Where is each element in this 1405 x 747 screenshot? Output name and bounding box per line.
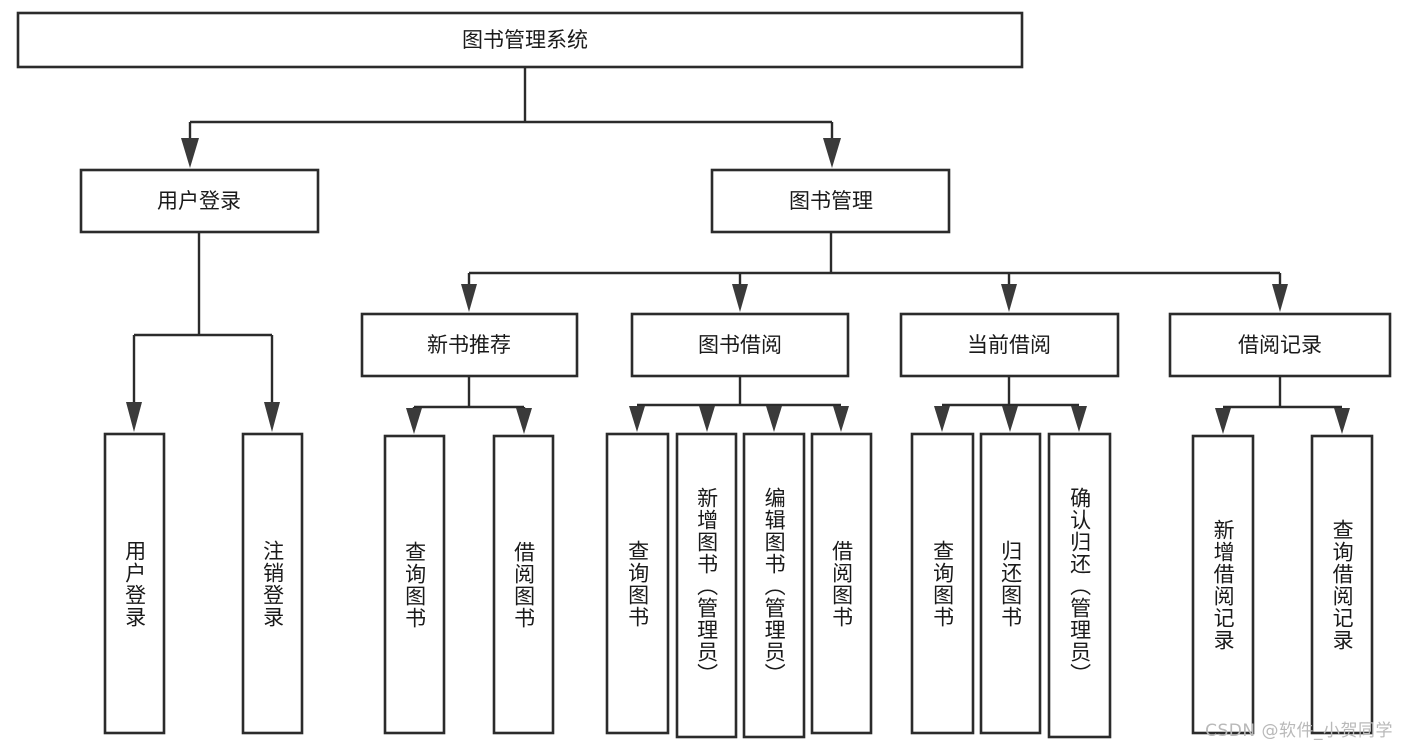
- arrow-head-leaf-borrowrecord-2: [1334, 408, 1350, 434]
- leaf-new-book-1[interactable]: [383, 434, 446, 735]
- node-borrow-record[interactable]: [1168, 312, 1392, 378]
- node-new-book-recommend-label: 新书推荐: [427, 333, 511, 357]
- connector-group-root: [181, 67, 841, 168]
- leaf-book-borrow-1[interactable]: [605, 432, 670, 735]
- node-user-login-label: 用户登录: [157, 189, 241, 213]
- arrow-head-leaf-bookborrow-1: [629, 406, 645, 432]
- arrow-head-new-book: [461, 284, 477, 312]
- arrow-head-current-borrow: [1001, 284, 1017, 312]
- arrow-head-user-login: [181, 138, 199, 168]
- connector-group-borrow-record: [1215, 376, 1350, 434]
- leaf-current-borrow-2[interactable]: [979, 432, 1042, 735]
- connector-group-user-login: [126, 232, 280, 432]
- connector-group-book-manage: [461, 232, 1288, 312]
- arrow-head-leaf-bookborrow-2: [699, 406, 715, 432]
- node-user-login[interactable]: [79, 168, 320, 234]
- node-root-label: 图书管理系统: [462, 28, 588, 52]
- leaf-book-borrow-4[interactable]: [810, 432, 873, 735]
- arrow-head-leaf-user-login-2: [264, 402, 280, 432]
- arrow-head-leaf-bookborrow-3: [766, 406, 782, 432]
- arrow-head-leaf-currentborrow-1: [934, 406, 950, 432]
- connector-group-new-book: [406, 376, 532, 434]
- arrow-head-leaf-user-login-1: [126, 402, 142, 432]
- node-borrow-record-label: 借阅记录: [1238, 333, 1322, 357]
- connector-group-book-borrow: [629, 376, 849, 432]
- arrow-head-leaf-bookborrow-4: [833, 406, 849, 432]
- arrow-head-leaf-borrowrecord-1: [1215, 408, 1231, 434]
- node-new-book-recommend[interactable]: [360, 312, 579, 378]
- leaf-borrow-record-1[interactable]: [1191, 434, 1255, 735]
- arrow-head-borrow-record: [1272, 284, 1288, 312]
- node-root[interactable]: [16, 11, 1024, 69]
- leaf-new-book-2[interactable]: [492, 434, 555, 735]
- node-current-borrow[interactable]: [899, 312, 1120, 378]
- arrow-head-leaf-currentborrow-3: [1071, 406, 1087, 432]
- node-book-manage[interactable]: [710, 168, 951, 234]
- leaf-current-borrow-3[interactable]: [1047, 432, 1112, 739]
- leaf-user-login-1[interactable]: [103, 432, 166, 735]
- leaf-user-login-2[interactable]: [241, 432, 304, 735]
- arrow-head-leaf-newbook-2: [516, 408, 532, 434]
- leaf-book-borrow-2[interactable]: [675, 432, 738, 739]
- leaf-book-borrow-3[interactable]: [742, 432, 806, 739]
- node-book-manage-label: 图书管理: [789, 189, 873, 213]
- watermark-text: CSDN @软件_小贺同学: [1205, 721, 1393, 741]
- node-book-borrow[interactable]: [630, 312, 850, 378]
- node-current-borrow-label: 当前借阅: [967, 333, 1051, 357]
- leaf-current-borrow-1[interactable]: [910, 432, 975, 735]
- connector-group-current-borrow: [934, 376, 1087, 432]
- arrow-head-book-manage: [823, 138, 841, 168]
- arrow-head-leaf-currentborrow-2: [1002, 406, 1018, 432]
- arrow-head-book-borrow: [732, 284, 748, 312]
- node-book-borrow-label: 图书借阅: [698, 333, 782, 357]
- leaf-borrow-record-2[interactable]: [1310, 434, 1374, 735]
- arrow-head-leaf-newbook-1: [406, 408, 422, 434]
